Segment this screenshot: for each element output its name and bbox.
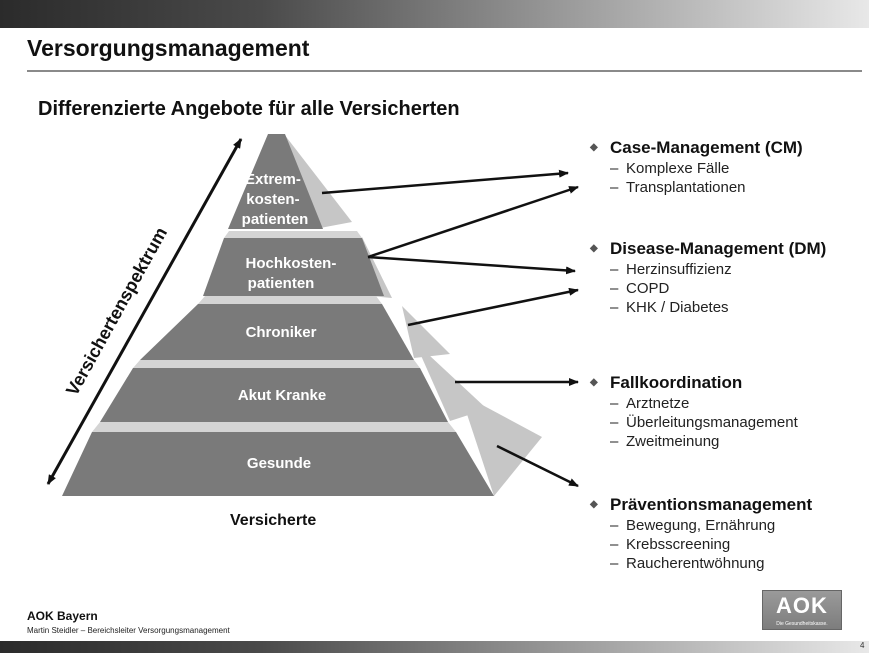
title-divider (27, 70, 862, 72)
tier-face-hochkosten (203, 238, 384, 296)
pyramid-caption: Versicherte (230, 512, 317, 529)
program-item: –Arztnetze (610, 395, 690, 412)
footer-organization: AOK Bayern (27, 609, 98, 623)
slide-title: Versorgungsmanagement (27, 35, 310, 61)
aok-logo-tagline: Die Gesundheitskasse. (776, 621, 828, 627)
program-fallkoordination: ◆Fallkoordination –Arztnetze –Überleitun… (590, 372, 798, 451)
program-item: –Zweitmeinung (610, 433, 720, 450)
tier-band-4 (92, 422, 456, 432)
tier-label-gesunde: Gesunde (247, 455, 311, 472)
arrow-extrem-to-cm (321, 169, 569, 195)
arrow-hochkosten-to-dm (367, 255, 576, 275)
top-gradient-bar (0, 0, 869, 28)
tier-side-3 (402, 306, 450, 358)
diamond-bullet-icon: ◆ (590, 142, 598, 153)
aok-logo: AOK Die Gesundheitskasse. (762, 590, 842, 630)
program-item: –Raucherentwöhnung (610, 555, 765, 572)
tier-side-1 (284, 134, 352, 228)
tier-band-2 (198, 296, 382, 304)
tier-label-chroniker: Chroniker (246, 324, 317, 341)
arrow-hochkosten-to-cm (367, 185, 579, 259)
aok-logo-mark: AOK (776, 593, 828, 618)
footer-presenter: Martin Steidler – Bereichsleiter Versorg… (27, 626, 230, 635)
tier-label-akut: Akut Kranke (238, 387, 326, 404)
program-item: –Krebsscreening (610, 536, 731, 553)
program-item: –Überleitungsmanagement (610, 414, 798, 431)
program-item: –Bewegung, Ernährung (610, 517, 776, 534)
program-title: ◆Case-Management (CM) (590, 138, 803, 157)
page-number: 4 (860, 641, 865, 650)
program-title: ◆Fallkoordination (590, 373, 743, 392)
program-title: ◆Disease-Management (DM) (590, 239, 827, 258)
diamond-bullet-icon: ◆ (590, 243, 598, 254)
diamond-bullet-icon: ◆ (590, 377, 598, 388)
program-disease-management: ◆Disease-Management (DM) –Herzinsuffizie… (590, 238, 826, 317)
tier-label-extremkosten: Extrem- kosten- patienten (242, 171, 309, 228)
program-item: –KHK / Diabetes (610, 299, 729, 316)
program-praeventionsmanagement: ◆Präventionsmanagement –Bewegung, Ernähr… (590, 494, 812, 573)
program-item: –Transplantationen (610, 179, 746, 196)
program-item: –COPD (610, 280, 670, 297)
arrow-chroniker-to-dm (407, 287, 579, 327)
arrow-gesunde-to-praevention (496, 444, 579, 488)
tier-label-hochkosten: Hochkosten- patienten (245, 255, 340, 292)
spectrum-double-arrow (46, 138, 243, 485)
diamond-bullet-icon: ◆ (590, 499, 598, 510)
tier-band-1 (224, 231, 362, 238)
tier-face-extremkosten (228, 134, 323, 229)
bottom-gradient-bar (0, 641, 869, 653)
program-title: ◆Präventionsmanagement (590, 495, 813, 514)
slide-subtitle: Differenzierte Angebote für alle Versich… (38, 98, 460, 120)
program-item: –Herzinsuffizienz (610, 261, 732, 278)
program-item: –Komplexe Fälle (610, 160, 730, 177)
tier-band-3 (133, 360, 420, 368)
tier-side-5 (460, 393, 542, 496)
program-case-management: ◆Case-Management (CM) –Komplexe Fälle –T… (590, 137, 803, 197)
